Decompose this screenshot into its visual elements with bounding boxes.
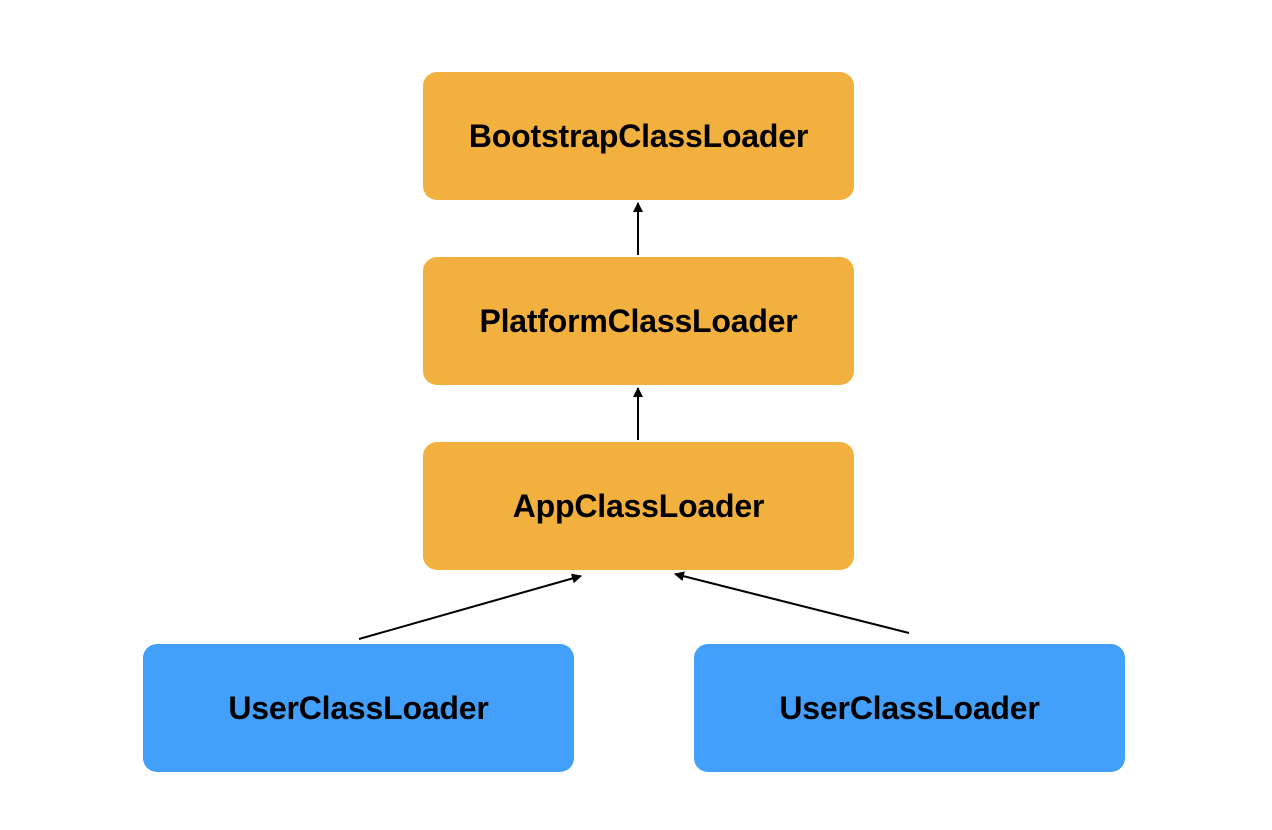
node-label: BootstrapClassLoader [468,117,809,154]
node-bootstrap-classloader: BootstrapClassLoader [423,72,854,200]
node-user-classloader-right: UserClassLoader [694,644,1125,772]
node-label: UserClassLoader [228,689,489,726]
arrow-user1-to-app [358,573,582,640]
node-platform-classloader: PlatformClassLoader [423,257,854,385]
node-app-classloader: AppClassLoader [423,442,854,570]
arrow-user2-to-app [674,571,910,634]
node-user-classloader-left: UserClassLoader [143,644,574,772]
node-label: AppClassLoader [512,487,765,524]
node-label: PlatformClassLoader [479,302,798,339]
node-label: UserClassLoader [779,689,1040,726]
